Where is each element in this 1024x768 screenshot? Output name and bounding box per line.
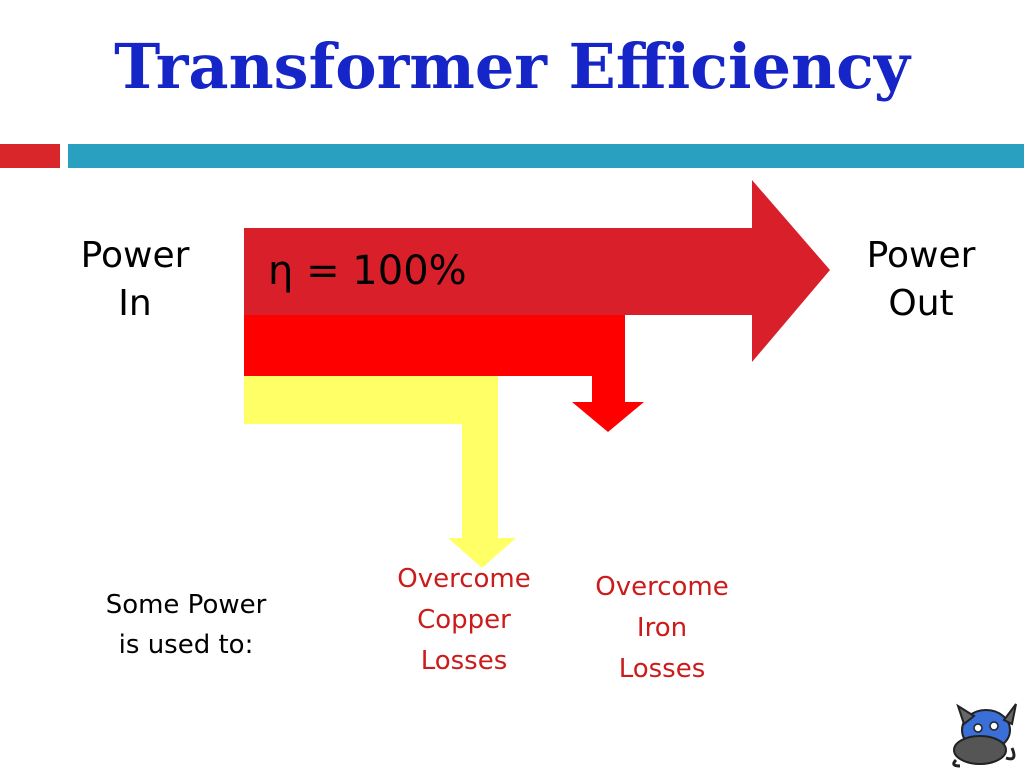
copper-losses-line-3: Losses (420, 646, 508, 676)
cartoon-cat-icon (952, 703, 1017, 768)
accent-bar-left (0, 144, 60, 168)
iron-loss-flow (244, 315, 644, 432)
power-out-label: Power Out (846, 232, 996, 328)
power-out-line-2: Out (888, 283, 954, 324)
iron-losses-line-3: Losses (618, 654, 706, 684)
main-power-arrow (244, 180, 830, 362)
iron-losses-label: Overcome Iron Losses (570, 567, 754, 690)
power-in-line-2: In (118, 283, 152, 324)
power-in-label: Power In (60, 232, 210, 328)
iron-losses-line-2: Iron (636, 613, 688, 643)
copper-losses-line-1: Overcome (397, 564, 531, 594)
power-out-line-1: Power (866, 235, 976, 276)
copper-losses-label: Overcome Copper Losses (372, 559, 556, 682)
copper-losses-line-2: Copper (417, 605, 511, 635)
iron-losses-line-1: Overcome (595, 572, 729, 602)
some-power-line-2: is used to: (118, 630, 254, 660)
accent-bar-right (68, 144, 1024, 168)
efficiency-label: η = 100% (268, 248, 467, 294)
power-in-line-1: Power (80, 235, 190, 276)
slide-title: Transformer Efficiency (114, 30, 910, 103)
copper-loss-flow (244, 376, 516, 568)
some-power-line-1: Some Power (105, 590, 267, 620)
some-power-label: Some Power is used to: (76, 585, 296, 665)
